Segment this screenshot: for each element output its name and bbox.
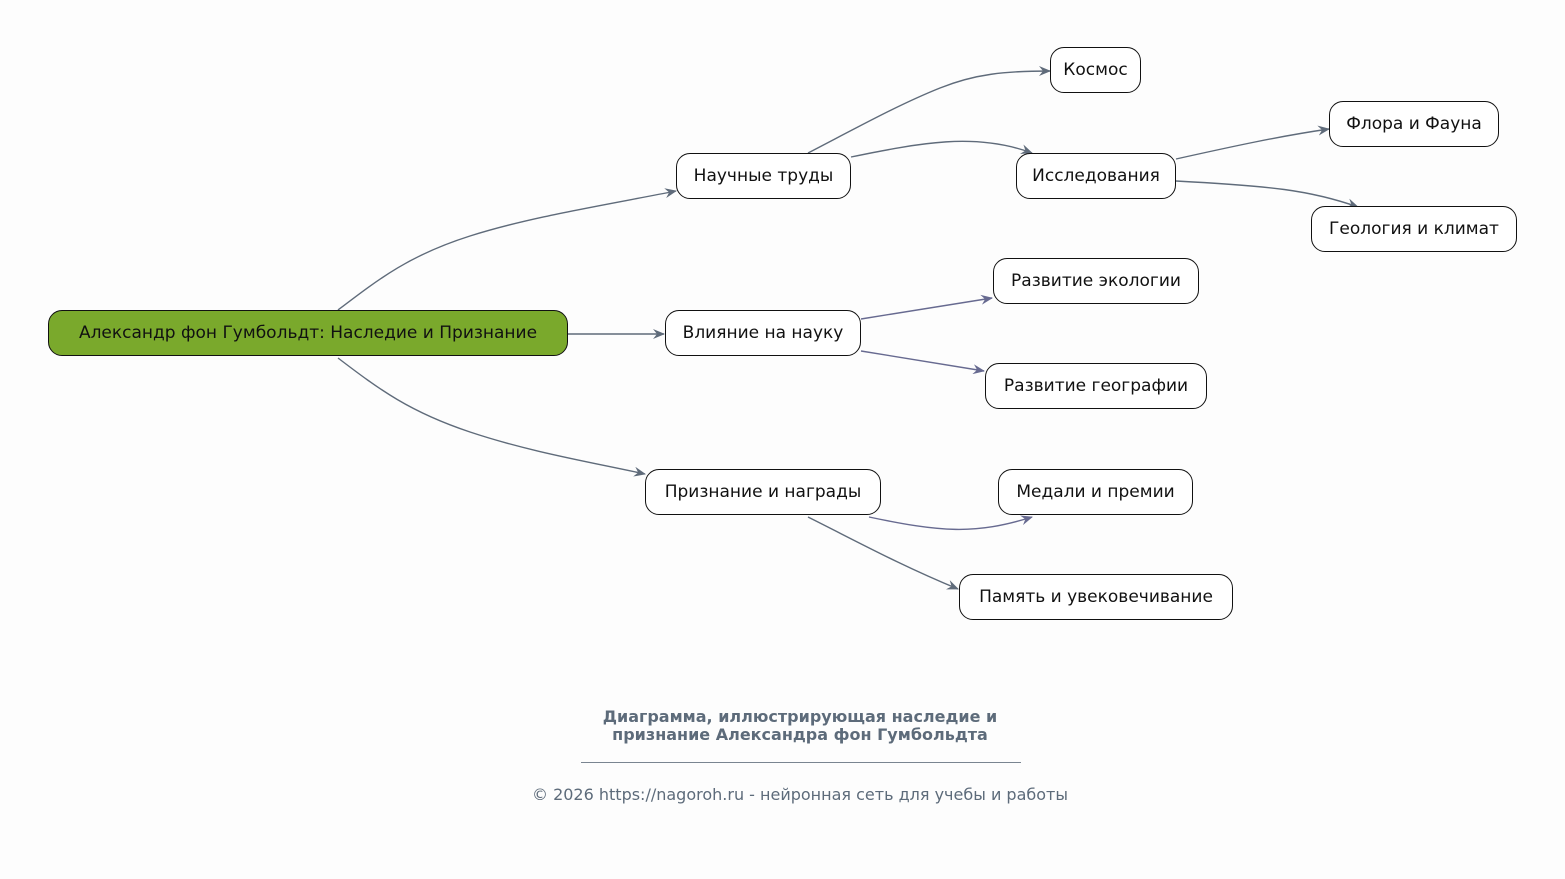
root-node[interactable]: Александр фон Гумбольдт: Наследие и Приз…: [48, 310, 568, 356]
node-influence[interactable]: Влияние на науку: [665, 310, 861, 356]
edge-research-flora: [1175, 125, 1330, 160]
node-memory[interactable]: Память и увековечивание: [959, 574, 1233, 620]
edge-influence-ecology: [860, 294, 993, 320]
divider: [581, 762, 1021, 763]
node-recognition[interactable]: Признание и награды: [645, 469, 881, 515]
diagram-caption: Диаграмма, иллюстрирующая наследие и при…: [602, 707, 998, 744]
edge-influence-geography: [860, 350, 985, 375]
edge-works-cosmos: [807, 66, 1051, 154]
node-flora-fauna[interactable]: Флора и Фауна: [1329, 101, 1499, 147]
edge-recognition-memory: [807, 516, 959, 590]
node-ecology[interactable]: Развитие экологии: [993, 258, 1199, 304]
edge-recognition-medals: [868, 515, 1033, 531]
edge-root-works: [337, 188, 677, 311]
footer-text[interactable]: © 2026 https://nagoroh.ru - нейронная се…: [531, 785, 1068, 804]
edge-works-research: [850, 140, 1033, 158]
node-cosmos[interactable]: Космос: [1050, 47, 1141, 93]
edge-root-recognition: [337, 357, 646, 477]
node-geology-climate[interactable]: Геология и климат: [1311, 206, 1517, 252]
node-scientific-works[interactable]: Научные труды: [676, 153, 851, 199]
node-geography[interactable]: Развитие географии: [985, 363, 1207, 409]
edge-research-geology: [1175, 180, 1359, 209]
node-medals[interactable]: Медали и премии: [998, 469, 1193, 515]
node-research[interactable]: Исследования: [1016, 153, 1176, 199]
